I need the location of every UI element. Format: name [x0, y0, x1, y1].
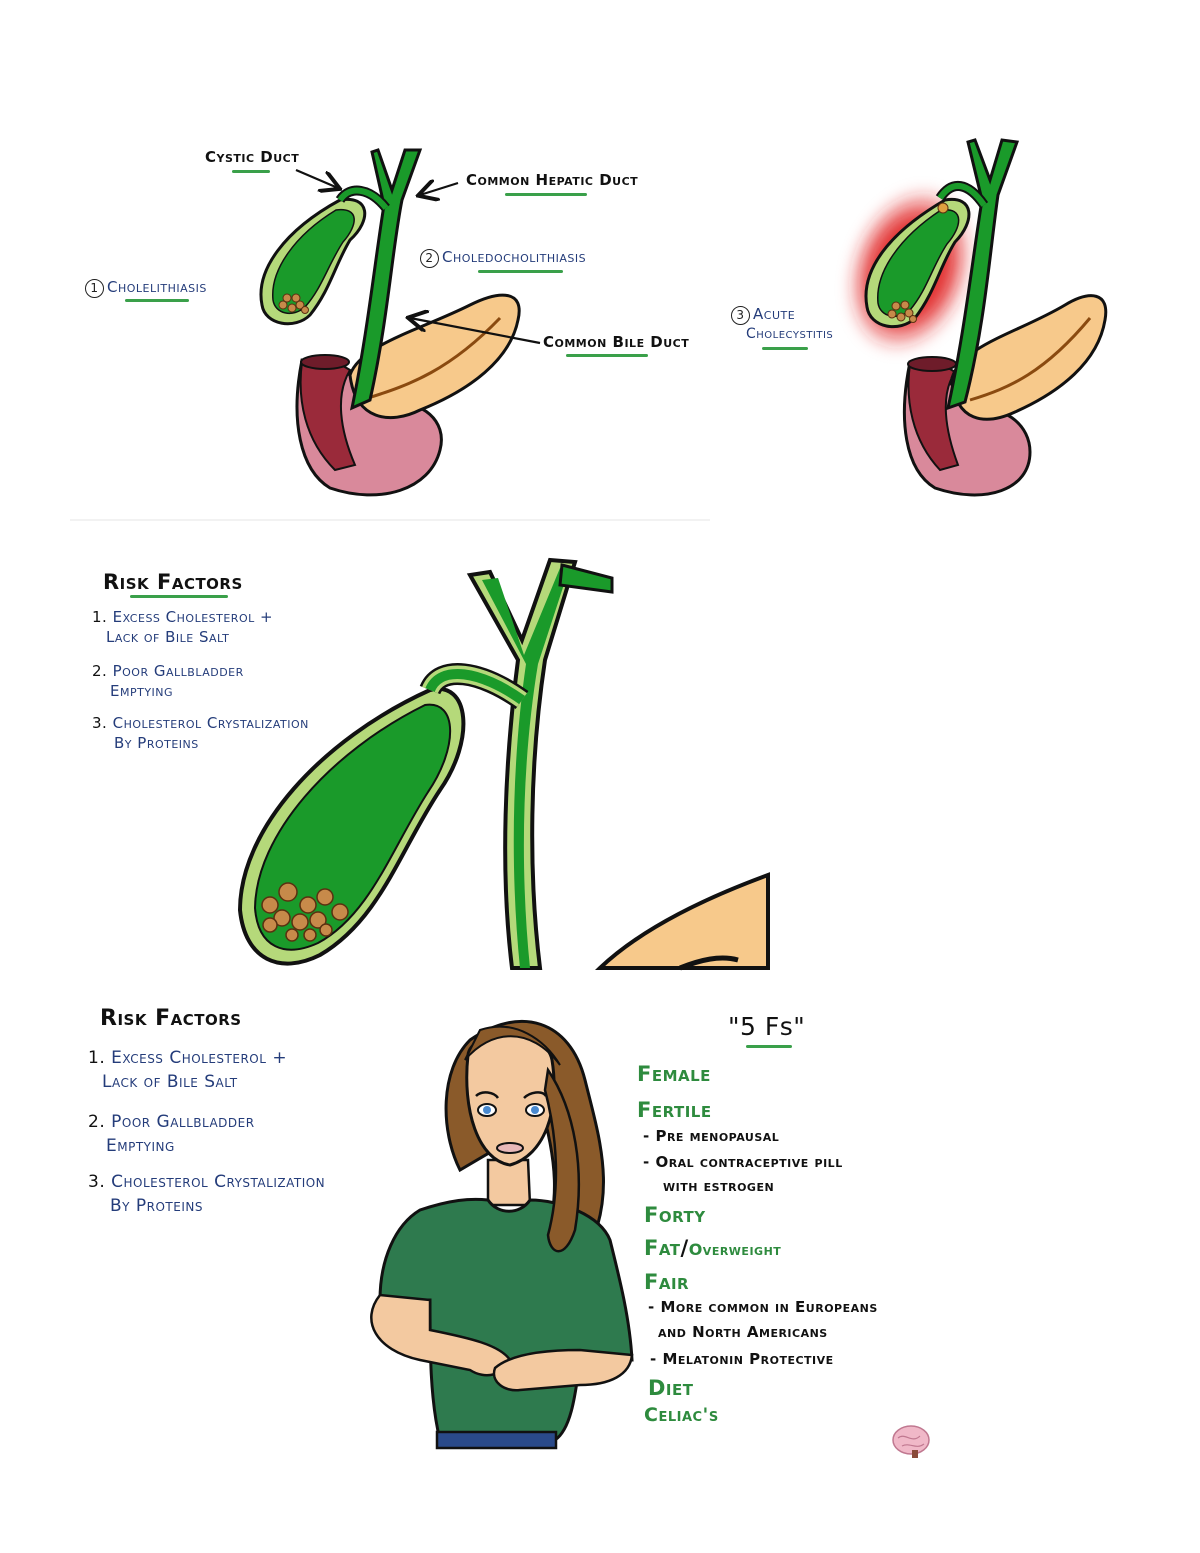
item-line: Cholesterol Crystalization	[111, 1172, 326, 1192]
anatomy-panel-1	[259, 148, 541, 497]
label-common-bile-duct: Common Bile Duct	[543, 333, 690, 351]
gallstones-zoom	[261, 882, 349, 942]
item-line: Emptying	[110, 682, 174, 700]
gallbladder	[259, 197, 367, 326]
underline	[762, 347, 808, 350]
underline	[125, 299, 189, 302]
f-diet: Diet	[648, 1376, 694, 1400]
underline	[130, 595, 228, 598]
gallstones-2	[887, 300, 917, 323]
item-line: Excess Cholesterol +	[112, 608, 274, 626]
f-fertile: Fertile	[637, 1098, 712, 1122]
gallbladder-zoom	[237, 686, 466, 966]
duodenum-2	[902, 356, 1032, 497]
underline	[746, 1045, 792, 1048]
zoomed-gallbladder-panel	[237, 557, 770, 971]
item-number: 2.	[92, 662, 108, 680]
item-number: 2.	[88, 1112, 106, 1132]
label-text: Acute	[753, 305, 796, 323]
fat-text: Fat	[644, 1236, 681, 1260]
underline	[505, 193, 587, 196]
risk-item-2b: 2. Poor Gallbladder Emptying	[88, 1110, 255, 1158]
item-line: By Proteins	[114, 734, 199, 752]
f-celiac: Celiac's	[644, 1404, 719, 1426]
item-number: 1.	[88, 1048, 106, 1068]
fertile-sub-1: - Pre menopausal	[643, 1127, 780, 1145]
item-line: Lack of Bile Salt	[106, 628, 230, 646]
bile-ducts	[335, 148, 423, 411]
label-cholecystitis: Cholecystitis	[746, 326, 834, 342]
underline	[566, 354, 648, 357]
item-line: By Proteins	[110, 1196, 203, 1216]
number-badge: 1	[85, 279, 104, 298]
f-fair: Fair	[644, 1270, 690, 1294]
underline	[232, 170, 270, 173]
item-line: Emptying	[106, 1136, 175, 1156]
overweight-text: Overweight	[688, 1240, 782, 1259]
right-arm	[492, 1348, 634, 1392]
f-fat-overweight: Fat/Overweight	[644, 1236, 781, 1260]
item-line: Poor Gallbladder	[112, 662, 244, 680]
risk-item-3: 3. Cholesterol Crystalization By Protein…	[92, 713, 309, 753]
risk-factors-title: Risk Factors	[103, 570, 243, 594]
label-text: Cholelithiasis	[107, 278, 207, 296]
pancreas-zoom	[594, 872, 770, 970]
item-line: Cholesterol Crystalization	[112, 714, 309, 732]
f-forty: Forty	[644, 1203, 706, 1227]
five-fs-title: "5 Fs"	[728, 1012, 806, 1041]
gallbladder-2	[864, 197, 971, 328]
risk-item-1: 1. Excess Cholesterol + Lack of Bile Sal…	[92, 607, 273, 647]
risk-item-3b: 3. Cholesterol Crystalization By Protein…	[88, 1170, 325, 1218]
fertile-sub-2b: with estrogen	[663, 1177, 775, 1195]
risk-factors-title-2: Risk Factors	[100, 1006, 242, 1031]
item-number: 3.	[92, 714, 108, 732]
label-text: Choledocholithiasis	[442, 248, 587, 266]
brain-logo	[892, 1425, 930, 1458]
label-common-hepatic-duct: Common Hepatic Duct	[466, 171, 639, 189]
item-number: 1.	[92, 608, 108, 626]
jeans	[435, 1430, 558, 1450]
mouth	[496, 1142, 524, 1154]
number-badge: 2	[420, 249, 439, 268]
item-number: 3.	[88, 1172, 106, 1192]
pancreas-2	[950, 294, 1108, 421]
f-female: Female	[637, 1062, 711, 1086]
item-line: Lack of Bile Salt	[102, 1072, 238, 1092]
slash: /	[680, 1236, 689, 1260]
fair-sub-1a: - More common in Europeans	[648, 1298, 878, 1316]
risk-item-1b: 1. Excess Cholesterol + Lack of Bile Sal…	[88, 1046, 287, 1094]
anatomy-panel-2	[846, 138, 1108, 497]
fertile-sub-2a: - Oral contraceptive pill	[643, 1153, 843, 1171]
item-line: Excess Cholesterol +	[111, 1048, 288, 1068]
item-line: Poor Gallbladder	[111, 1112, 255, 1132]
bile-ducts-2	[935, 138, 1020, 411]
number-badge: 3	[731, 306, 750, 325]
gallstones	[278, 293, 309, 314]
woman-illustration	[370, 1019, 634, 1450]
risk-item-2: 2. Poor Gallbladder Emptying	[92, 661, 244, 701]
bile-ducts-zoom	[419, 557, 614, 970]
fair-sub-1b: and North Americans	[658, 1323, 828, 1341]
label-cystic-duct: Cystic Duct	[205, 148, 300, 166]
impacted-stone	[937, 202, 949, 214]
fair-sub-2: - Melatonin Protective	[650, 1350, 834, 1368]
underline	[478, 270, 563, 273]
